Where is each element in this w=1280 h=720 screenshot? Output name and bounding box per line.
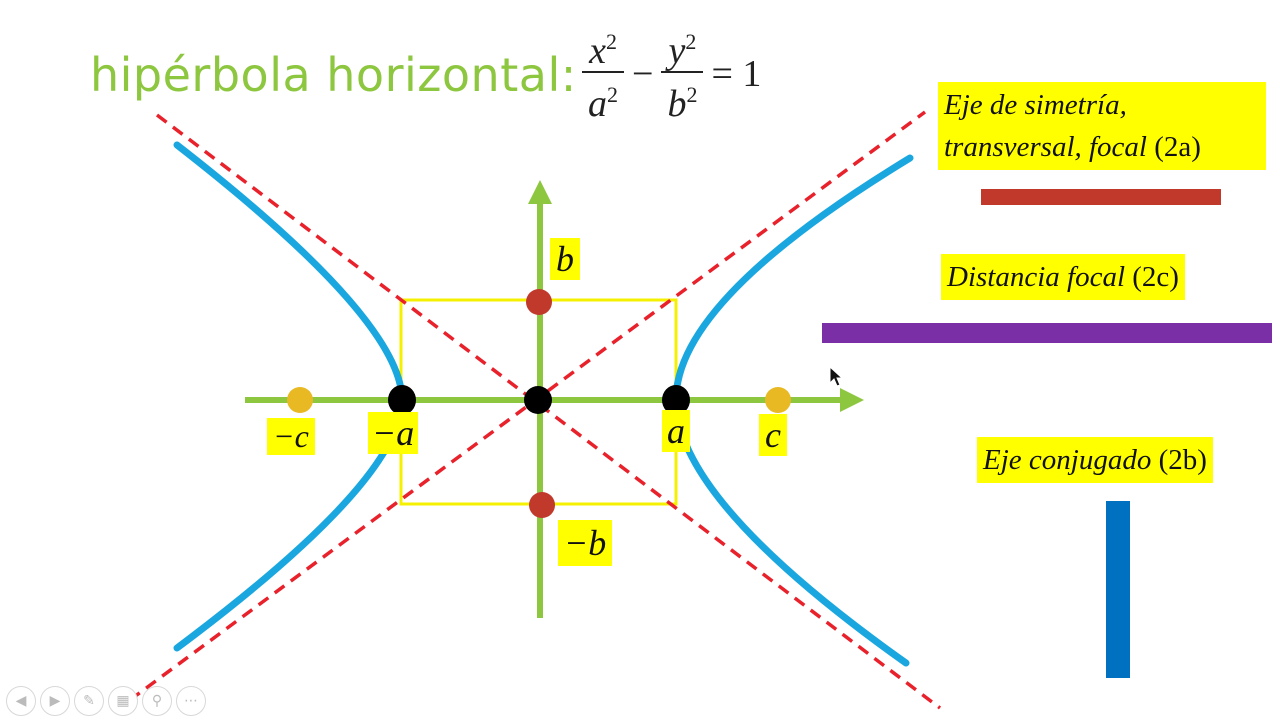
label-neg-b: −b (558, 520, 613, 566)
covertex-top-point (526, 289, 552, 315)
pen-icon[interactable]: ✎ (74, 686, 104, 716)
hyperbola-right-branch (672, 154, 914, 667)
next-icon[interactable]: ▶ (40, 686, 70, 716)
minus-sign: − (632, 53, 654, 95)
conjugate-axis-label: Eje conjugado (2b) (977, 437, 1213, 484)
slides-icon[interactable]: ▦ (108, 686, 138, 716)
slideshow-toolbar: ◀ ▶ ✎ ▦ ⚲ ⋯ (6, 686, 206, 716)
label-neg-a: −a (368, 412, 419, 454)
y-fraction: y2 b2 (661, 22, 704, 126)
asymptote-descending (155, 113, 942, 710)
conjugate-axis-bar (1106, 501, 1130, 678)
focal-distance-label: Distancia focal (2c) (941, 254, 1185, 301)
asymptote-ascending (128, 110, 927, 702)
label-c: c (759, 414, 787, 456)
label-a: a (662, 410, 690, 452)
label-b: b (550, 238, 580, 280)
y-axis-arrow (528, 180, 552, 204)
focus-right-point (765, 387, 791, 413)
label-neg-c: −c (267, 418, 315, 455)
transverse-axis-label: Eje de simetría, transversal, focal (2a) (938, 82, 1266, 171)
focal-distance-bar (822, 323, 1272, 343)
more-icon[interactable]: ⋯ (176, 686, 206, 716)
focus-left-point (287, 387, 313, 413)
equals-one: = 1 (711, 53, 762, 95)
transverse-axis-bar (981, 189, 1221, 205)
vertex-left-point (388, 385, 416, 415)
covertex-bottom-point (529, 492, 555, 518)
zoom-icon[interactable]: ⚲ (142, 686, 172, 716)
mouse-cursor-icon (829, 366, 844, 387)
diagram-title: hipérbola horizontal: (90, 48, 577, 102)
x-axis-arrow (840, 388, 864, 412)
vertex-right-point (662, 385, 690, 415)
center-point (524, 386, 552, 414)
x-fraction: x2 a2 (582, 22, 624, 126)
prev-icon[interactable]: ◀ (6, 686, 36, 716)
hyperbola-equation: x2 a2 − y2 b2 = 1 (578, 22, 765, 126)
